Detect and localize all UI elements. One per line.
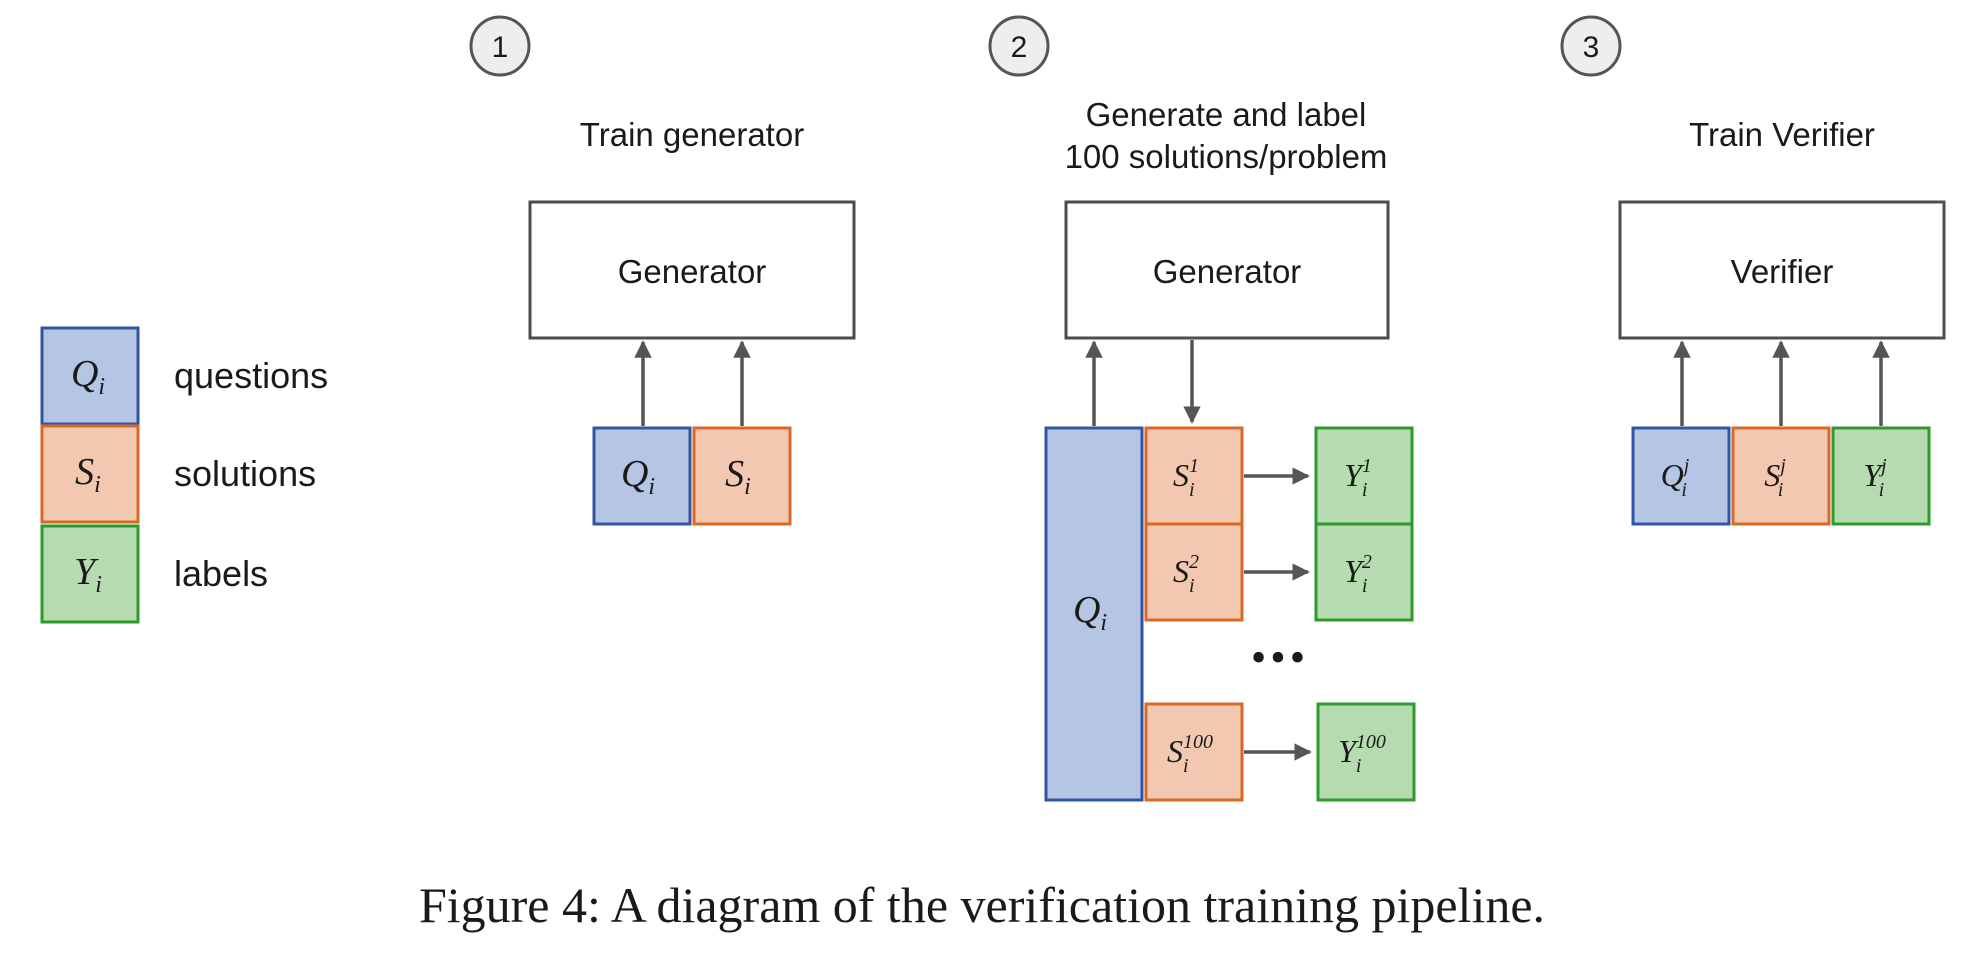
legend-item-labels: Yi labels — [40, 524, 268, 624]
step-1-generator-label: Generator — [618, 253, 767, 290]
step-1-question-cell — [592, 426, 692, 526]
legend-label-symbol: Yi — [74, 551, 102, 598]
legend: Qi questions Si solutions Yi labels — [40, 326, 328, 624]
step-1-solution-symbol: Si — [725, 453, 751, 500]
step-2-label-cell-1 — [1314, 426, 1414, 526]
legend-label-swatch — [40, 524, 140, 624]
step-1-title: Train generator — [580, 116, 804, 153]
step-3-verifier-label: Verifier — [1731, 253, 1834, 290]
step-2-number-badge — [988, 15, 1050, 77]
figure-caption: Figure 4: A diagram of the verification … — [419, 877, 1545, 933]
step-1-generator-box — [528, 200, 856, 340]
step-3-number: 3 — [1583, 31, 1600, 64]
step-1-solution-cell — [692, 426, 792, 526]
step-3-question-cell — [1631, 426, 1731, 526]
step-3-verifier-box — [1618, 200, 1946, 340]
legend-question-label: questions — [174, 355, 328, 396]
step-2-question-symbol: Qi — [1073, 589, 1107, 636]
step-1: 1 Train generator Generator Qi Si — [469, 15, 856, 526]
step-3-number-badge — [1560, 15, 1622, 77]
step-2-solution-cell-2 — [1144, 522, 1244, 622]
legend-label-text: labels — [174, 553, 268, 594]
step-2-question-cell — [1044, 426, 1144, 802]
step-2-number: 2 — [1011, 31, 1028, 64]
step-2-title-line-1: Generate and label — [1086, 96, 1367, 133]
step-2-solution-cell-100 — [1144, 702, 1244, 802]
step-2-label-cell-100 — [1316, 702, 1416, 802]
step-2-title-line-2: 100 solutions/problem — [1065, 138, 1388, 175]
step-1-number: 1 — [492, 31, 509, 64]
step-2-generator-label: Generator — [1153, 253, 1302, 290]
legend-solution-symbol: Si — [75, 451, 101, 498]
step-1-number-badge — [469, 15, 531, 77]
legend-item-questions: Qi questions — [40, 326, 328, 426]
step-3-solution-cell — [1731, 426, 1831, 526]
legend-question-swatch — [40, 326, 140, 426]
step-2-ellipsis: ••• — [1251, 633, 1309, 682]
legend-solution-swatch — [40, 424, 140, 524]
legend-item-solutions: Si solutions — [40, 424, 316, 524]
step-2-generator-box — [1064, 200, 1390, 340]
step-3-label-cell — [1831, 426, 1931, 526]
legend-solution-label: solutions — [174, 453, 316, 494]
step-3-title: Train Verifier — [1689, 116, 1875, 153]
legend-question-symbol: Qi — [71, 353, 105, 400]
step-1-question-symbol: Qi — [621, 453, 655, 500]
step-2-label-cell-2 — [1314, 522, 1414, 622]
step-2-solution-cell-1 — [1144, 426, 1244, 526]
step-2: 2 Generate and label 100 solutions/probl… — [988, 15, 1416, 802]
